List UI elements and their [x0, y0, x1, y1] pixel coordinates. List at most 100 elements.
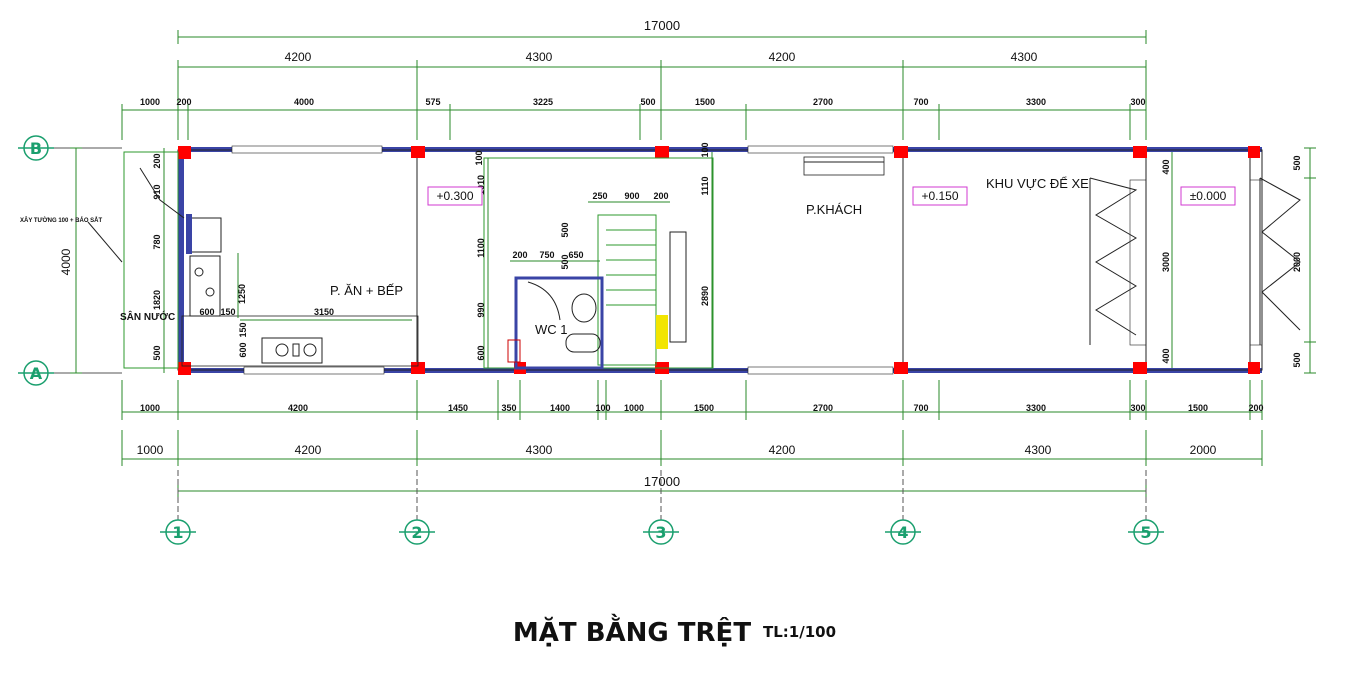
right-inner-3: 400 — [1161, 348, 1171, 363]
wc-room — [514, 276, 604, 370]
column — [1248, 146, 1260, 158]
columns — [178, 146, 1260, 375]
right-detail-2: 2000 — [1292, 252, 1302, 272]
stove — [261, 337, 323, 364]
top-total-dim: 17000 — [644, 18, 680, 33]
top-detail-2: 200 — [176, 97, 191, 107]
column — [178, 362, 191, 375]
top-dim-1: 4200 — [285, 50, 312, 64]
bottom-detail-6: 100 — [595, 403, 610, 413]
wc-dim-4: 500 — [560, 222, 570, 237]
axis-bubble-col: 2 — [399, 519, 435, 545]
bottom-detail-1: 1000 — [140, 403, 160, 413]
bottom-detail-12: 300 — [1130, 403, 1145, 413]
kitchen-dim-4: 150 — [220, 307, 235, 317]
room-label-yard: SÂN NƯỚC — [120, 310, 175, 323]
right-dimensions: 500 2000 500 400 3000 400 — [1161, 147, 1316, 374]
column — [655, 146, 669, 158]
level-tags: +0.300 +0.150 ±0.000 — [427, 186, 1236, 206]
axis-col-4: 4 — [897, 523, 908, 542]
stair-left-dim-1: 1010 — [476, 175, 486, 195]
left-detail-3: 780 — [152, 234, 162, 249]
axis-row-a: A — [30, 364, 43, 383]
axis-bubble-col: 5 — [1128, 519, 1164, 545]
drawing-title: MẶT BẰNG TRỆT — [513, 612, 751, 648]
stair-dim-3: 200 — [653, 191, 668, 201]
parking-area: KHU VỰC ĐỂ XE — [986, 176, 1301, 346]
left-detail-4: 1820 — [152, 290, 162, 310]
wc-dim-2: 750 — [539, 250, 554, 260]
bottom-dim-6: 2000 — [1190, 443, 1217, 457]
stair-wc-area: WC 1 250 900 200 200 750 650 500 500 101… — [474, 142, 714, 370]
axis-bubble-col: 3 — [643, 519, 679, 545]
level-tag-1: +0.300 — [436, 189, 473, 203]
column — [894, 362, 908, 374]
top-detail-7: 1500 — [695, 97, 715, 107]
column — [1248, 362, 1260, 374]
bottom-detail-7: 1000 — [624, 403, 644, 413]
kitchen-dim-2: 3150 — [314, 307, 334, 317]
bottom-dim-3: 4300 — [526, 443, 553, 457]
axis-col-5: 5 — [1140, 523, 1151, 542]
stair-dim-2: 900 — [624, 191, 639, 201]
left-detail-2: 910 — [152, 184, 162, 199]
stair-left-dim-3: 990 — [476, 302, 486, 317]
bottom-dim-5: 4300 — [1025, 443, 1052, 457]
top-detail-3: 4000 — [294, 97, 314, 107]
kitchen-area: 1250 3150 600 150 600 150 P. ĂN + BẾP SÂ… — [20, 151, 419, 369]
room-label-kitchen: P. ĂN + BẾP — [330, 283, 403, 298]
top-detail-8: 2700 — [813, 97, 833, 107]
bottom-dim-1: 1000 — [137, 443, 164, 457]
sofa — [803, 156, 885, 176]
top-detail-1: 1000 — [140, 97, 160, 107]
side-note: XÂY TƯỜNG 100 + BẢO SẮT — [20, 216, 103, 224]
bottom-dim-2: 4200 — [295, 443, 322, 457]
right-inner-1: 400 — [1161, 159, 1171, 174]
top-detail-5: 3225 — [533, 97, 553, 107]
mid-dim-4: 100 — [474, 150, 484, 165]
top-dimensions: 17000 4200 4300 4200 4300 1000 200 4000 … — [121, 18, 1147, 140]
walls — [177, 145, 1263, 375]
top-detail-6: 500 — [640, 97, 655, 107]
kitchen-dim-1: 1250 — [237, 284, 247, 304]
living-area: P.KHÁCH — [803, 156, 885, 217]
bottom-dimensions: 1000 4200 1450 350 1400 100 1000 1500 27… — [121, 380, 1264, 498]
room-label-living: P.KHÁCH — [806, 202, 862, 217]
kitchen-dim-5: 600 — [238, 342, 248, 357]
drawing-scale: TL:1/100 — [763, 623, 836, 641]
top-dim-2: 4300 — [526, 50, 553, 64]
axis-row-b: B — [30, 139, 42, 158]
column — [894, 146, 908, 158]
kitchen-dim-3: 600 — [199, 307, 214, 317]
bottom-total-dim: 17000 — [644, 474, 680, 489]
axis-col-3: 3 — [655, 523, 666, 542]
wc-dim-3: 650 — [568, 250, 583, 260]
stair-marker — [656, 315, 668, 349]
stair-dim-1: 250 — [592, 191, 607, 201]
top-dim-4: 4300 — [1011, 50, 1038, 64]
bottom-detail-13: 1500 — [1188, 403, 1208, 413]
bottom-detail-8: 1500 — [694, 403, 714, 413]
kitchen-counter — [181, 315, 419, 367]
kitchen-dim-6: 150 — [238, 322, 248, 337]
axis-bubbles: B A 1 2 3 4 5 — [18, 135, 1164, 545]
bottom-detail-3: 1450 — [448, 403, 468, 413]
column — [1133, 362, 1147, 374]
level-tag-2: +0.150 — [921, 189, 958, 203]
mid-dim-3: 100 — [700, 142, 710, 157]
grid-axes — [48, 147, 1147, 520]
column — [411, 362, 425, 374]
room-label-wc: WC 1 — [535, 322, 568, 337]
bottom-detail-10: 700 — [913, 403, 928, 413]
stair-left-dim-2: 1100 — [476, 238, 486, 258]
top-detail-4: 575 — [425, 97, 440, 107]
left-detail-1: 200 — [152, 153, 162, 168]
level-tag-3: ±0.000 — [1190, 189, 1227, 203]
axis-bubble-row: A — [18, 360, 54, 386]
bottom-detail-11: 3300 — [1026, 403, 1046, 413]
right-inner-2: 3000 — [1161, 252, 1171, 272]
axis-bubble-row: B — [18, 135, 54, 161]
right-detail-3: 500 — [1292, 352, 1302, 367]
stair-left-dim-4: 600 — [476, 345, 486, 360]
